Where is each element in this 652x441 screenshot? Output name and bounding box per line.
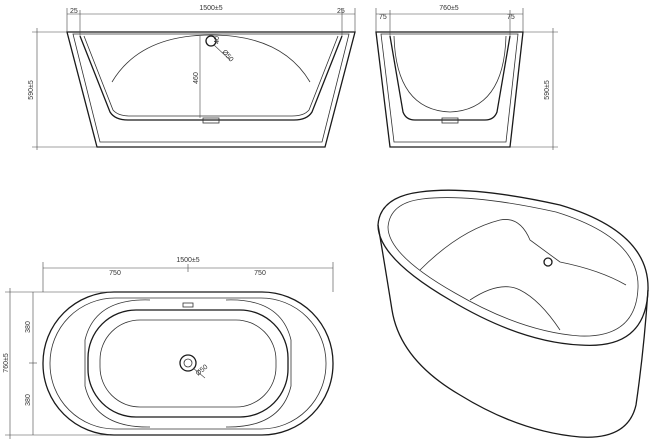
drain-offset-label: 40: [214, 36, 221, 44]
top-rim: [49, 297, 327, 430]
front-inner-wall: [72, 33, 350, 143]
front-rim-left-label: 25: [70, 8, 78, 15]
front-outer: [66, 31, 356, 148]
inner-depth-label: 460: [193, 72, 200, 84]
front-backrest: [111, 34, 311, 83]
top-backrest-left: [84, 299, 151, 428]
front-drain-icon: [205, 35, 217, 47]
side-inner-wall: [380, 33, 519, 143]
side-basin: [389, 35, 511, 121]
front-basin-inner: [83, 35, 339, 117]
side-height-label: 590±5: [544, 80, 551, 100]
3d-rim-outer: [377, 189, 649, 347]
3d-backrest: [419, 219, 627, 286]
front-basin: [79, 35, 343, 121]
side-drain-fitting: [441, 117, 459, 124]
front-drain-label: Ø50: [220, 49, 234, 64]
side-view: 760±5 75 75 590±5: [375, 5, 558, 150]
drain-leader: [213, 44, 231, 61]
front-length-label: 1500±5: [199, 5, 222, 12]
front-view: 1500±5 25 25 590±5 460 40 Ø50: [28, 5, 356, 150]
overflow-fitting: [202, 117, 220, 124]
top-overflow: [182, 302, 194, 308]
3d-rim-inner: [387, 197, 639, 337]
3d-body: [377, 224, 649, 438]
front-height-label: 590±5: [28, 80, 35, 100]
front-rim-right-label: 25: [337, 8, 345, 15]
top-basin: [87, 309, 289, 418]
top-half-right-label: 750: [254, 270, 266, 277]
top-backrest-right: [225, 299, 292, 428]
3d-backrest-lower: [469, 286, 561, 331]
top-length-label: 1500±5: [176, 257, 199, 264]
top-half-bottom-label: 380: [25, 394, 32, 406]
top-half-top-label: 380: [25, 321, 32, 333]
side-backrest: [393, 35, 507, 113]
side-rim-left-label: 75: [379, 14, 387, 21]
perspective-view: [377, 189, 649, 438]
top-width-label: 760±5: [3, 353, 10, 373]
top-outer: [42, 291, 334, 436]
top-view: 1500±5 750 750 760±5 380 380 Ø50: [3, 257, 334, 439]
top-basin-floor: [99, 319, 277, 408]
side-width-label: 760±5: [439, 5, 459, 12]
top-drain-icon: [179, 354, 197, 372]
side-rim-right-label: 75: [507, 14, 515, 21]
3d-drain-icon: [543, 257, 553, 267]
top-half-left-label: 750: [109, 270, 121, 277]
